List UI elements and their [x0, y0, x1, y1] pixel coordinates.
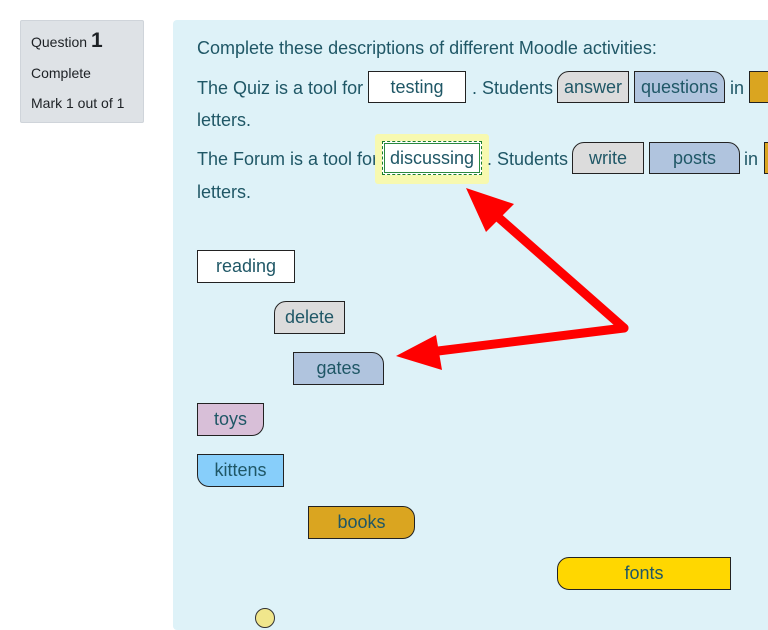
- drop-zone-forum-3[interactable]: posts: [649, 142, 740, 174]
- drop-zone-quiz-4[interactable]: [749, 71, 768, 103]
- annotation-arrows: [396, 188, 629, 370]
- drag-choice-reading[interactable]: reading: [197, 250, 295, 283]
- forum-end-text: letters.: [197, 182, 252, 202]
- question-number: 1: [91, 29, 103, 52]
- question-state: Complete: [31, 65, 91, 81]
- question-intro: Complete these descriptions of different…: [197, 38, 657, 58]
- drop-zone-quiz-1[interactable]: testing: [368, 71, 466, 103]
- forum-mid-text: . Students: [487, 149, 569, 169]
- drag-choice-kittens[interactable]: kittens: [197, 454, 284, 487]
- arrowhead-to-drop-zone: [466, 188, 514, 232]
- arrow-to-drop-zone: [485, 205, 629, 333]
- drop-zone-quiz-2[interactable]: answer: [557, 71, 629, 103]
- drag-choice-delete[interactable]: delete: [274, 301, 345, 334]
- question-number-line: Question 1: [31, 29, 133, 53]
- arrow-to-gates: [425, 323, 629, 357]
- quiz-prefix-text: The Quiz is a tool for: [197, 78, 364, 98]
- drop-zone-forum-2[interactable]: write: [572, 142, 644, 174]
- quiz-mid-text: . Students: [472, 78, 554, 98]
- question-info-panel: Question 1 Complete Mark 1 out of 1: [20, 20, 144, 123]
- drag-choice-books[interactable]: books: [308, 506, 415, 539]
- drag-choice-fonts[interactable]: fonts: [557, 557, 731, 590]
- question-content-panel: [173, 20, 768, 630]
- arrowhead-to-gates: [396, 335, 442, 370]
- drop-zone-quiz-3[interactable]: questions: [634, 71, 725, 103]
- drag-choice-toys[interactable]: toys: [197, 403, 264, 436]
- forum-in-text: in: [744, 149, 759, 169]
- quiz-end-text: letters.: [197, 110, 252, 130]
- drop-zone-forum-1[interactable]: discussing: [382, 141, 482, 175]
- question-grade: Mark 1 out of 1: [31, 95, 125, 111]
- question-label: Question: [31, 34, 88, 50]
- drag-choice-gates[interactable]: gates: [293, 352, 384, 385]
- drop-zone-forum-4[interactable]: [764, 142, 768, 174]
- forum-prefix-text: The Forum is a tool for: [197, 149, 379, 169]
- quiz-in-text: in: [730, 78, 745, 98]
